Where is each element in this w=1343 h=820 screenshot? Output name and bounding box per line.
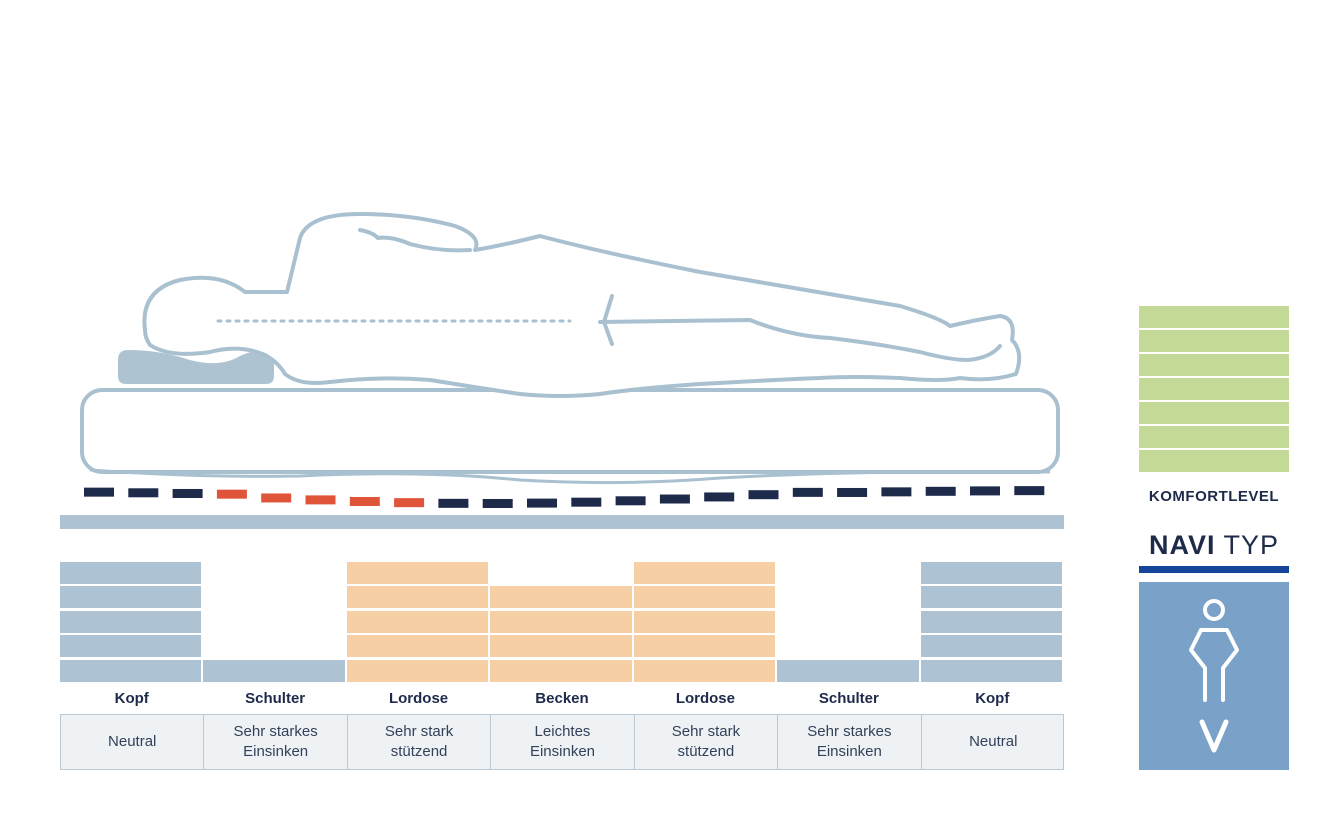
- zone-level-segment: [633, 562, 776, 584]
- zone-level-segment: [920, 610, 1062, 633]
- person-v-shape-icon: [1189, 599, 1239, 753]
- zone-level-segment: [60, 635, 202, 658]
- side-panel: KOMFORTLEVEL NAVI TYP: [1139, 0, 1289, 820]
- zone-description: Sehr starkes Einsinken: [204, 715, 348, 769]
- zone-level-segment: [346, 659, 489, 682]
- zone-column: [60, 560, 202, 682]
- komfort-level-bar: [1139, 378, 1289, 400]
- zone-level-segment: [490, 610, 632, 633]
- zone-description: Sehr stark stützend: [635, 715, 779, 769]
- mattress-illustration: [60, 212, 1064, 529]
- zone-description: Neutral: [969, 733, 1018, 750]
- zone-level-segment: [633, 586, 776, 609]
- zone-level-segment: [490, 586, 632, 609]
- zone-column: [920, 560, 1062, 682]
- support-dash: [394, 498, 425, 508]
- zone-level-segment: [777, 659, 919, 682]
- zone-label: Schulter: [245, 690, 306, 707]
- komfort-level-bar: [1139, 426, 1289, 448]
- support-dash: [792, 487, 823, 497]
- zone-level-segment: [490, 659, 632, 682]
- zone-level-segment: [60, 562, 202, 584]
- zone-level-segment: [346, 586, 489, 609]
- zone-level-segment: [633, 610, 776, 633]
- zone-column: [777, 560, 919, 682]
- zone-labels: Kopf Schulter Lordose Becken Lordose Schulter…: [60, 686, 1064, 712]
- zone-level-segment: [633, 659, 776, 682]
- support-dash: [172, 488, 203, 498]
- zone-level-segment: [920, 635, 1062, 658]
- navi-bold-text: NAVI: [1148, 530, 1216, 560]
- zone-column: [633, 560, 776, 682]
- zone-description: Sehr starkes Einsinken: [778, 715, 922, 769]
- zone-level-segment: [60, 659, 202, 682]
- zone-label: Lordose: [388, 690, 449, 707]
- zone-column: [490, 560, 632, 682]
- legs-detail: [598, 317, 1002, 363]
- support-dash: [527, 498, 557, 508]
- support-dash: [970, 486, 1000, 496]
- zone-column: [346, 560, 489, 682]
- zone-level-segment: [920, 659, 1062, 682]
- support-dash: [84, 487, 114, 497]
- hand-detail: [602, 294, 614, 346]
- komfort-level-bar: [1139, 450, 1289, 472]
- zone-label: Kopf: [975, 690, 1010, 707]
- komfort-level-bar: [1139, 402, 1289, 424]
- zone-label: Kopf: [114, 690, 149, 707]
- zone-level-segment: [60, 586, 202, 609]
- navi-typ-title: NAVI TYP: [1139, 530, 1289, 561]
- support-dash: [704, 492, 735, 502]
- support-dash: [1014, 486, 1045, 496]
- zone-level-segment: [346, 562, 489, 584]
- support-dash: [881, 487, 912, 497]
- support-dash: [748, 490, 779, 500]
- support-dash: [925, 486, 956, 496]
- arm: [358, 228, 472, 253]
- zone-level-segment: [920, 586, 1062, 609]
- support-dash: [128, 488, 159, 498]
- zone-label: Schulter: [818, 690, 879, 707]
- navi-figure-box: [1139, 582, 1289, 770]
- support-dash: [305, 495, 336, 505]
- zone-column: [203, 560, 345, 682]
- zone-level-segment: [203, 659, 345, 682]
- zone-description: Neutral: [61, 715, 205, 769]
- support-dash: [438, 498, 469, 508]
- zone-level-segment: [920, 562, 1062, 584]
- zone-level-segment: [633, 635, 776, 658]
- komfort-level-bar: [1139, 354, 1289, 376]
- zone-level-segment: [346, 610, 489, 633]
- zone-description: Sehr stark stützend: [348, 715, 492, 769]
- support-dash: [571, 497, 602, 507]
- komfort-label: KOMFORTLEVEL: [1148, 488, 1280, 505]
- mattress: [80, 388, 1060, 474]
- base-frame: [60, 515, 1064, 529]
- komfort-level-bar: [1139, 330, 1289, 352]
- support-dash: [615, 496, 646, 506]
- komfort-level-bar: [1139, 306, 1289, 328]
- navi-underline: [1139, 566, 1289, 573]
- support-dash: [216, 489, 247, 499]
- navi-light-text: TYP: [1223, 530, 1280, 560]
- zone-level-segment: [60, 610, 202, 633]
- zone-level-segment: [490, 635, 632, 658]
- zone-label: Lordose: [675, 690, 735, 707]
- support-dash: [261, 493, 292, 503]
- zone-description: Leichtes Einsinken: [491, 715, 635, 769]
- support-dash: [659, 494, 690, 504]
- mattress-sag: [89, 468, 1051, 485]
- support-dash: [482, 498, 513, 508]
- zone-label: Becken: [535, 690, 589, 707]
- zone-level-segment: [346, 635, 489, 658]
- pillow: [118, 350, 274, 384]
- support-dash: [349, 496, 380, 506]
- zone-levels-chart: [60, 560, 1064, 682]
- support-dash-line: [84, 486, 1045, 508]
- body-silhouette: [142, 212, 1022, 398]
- support-dash: [837, 487, 868, 497]
